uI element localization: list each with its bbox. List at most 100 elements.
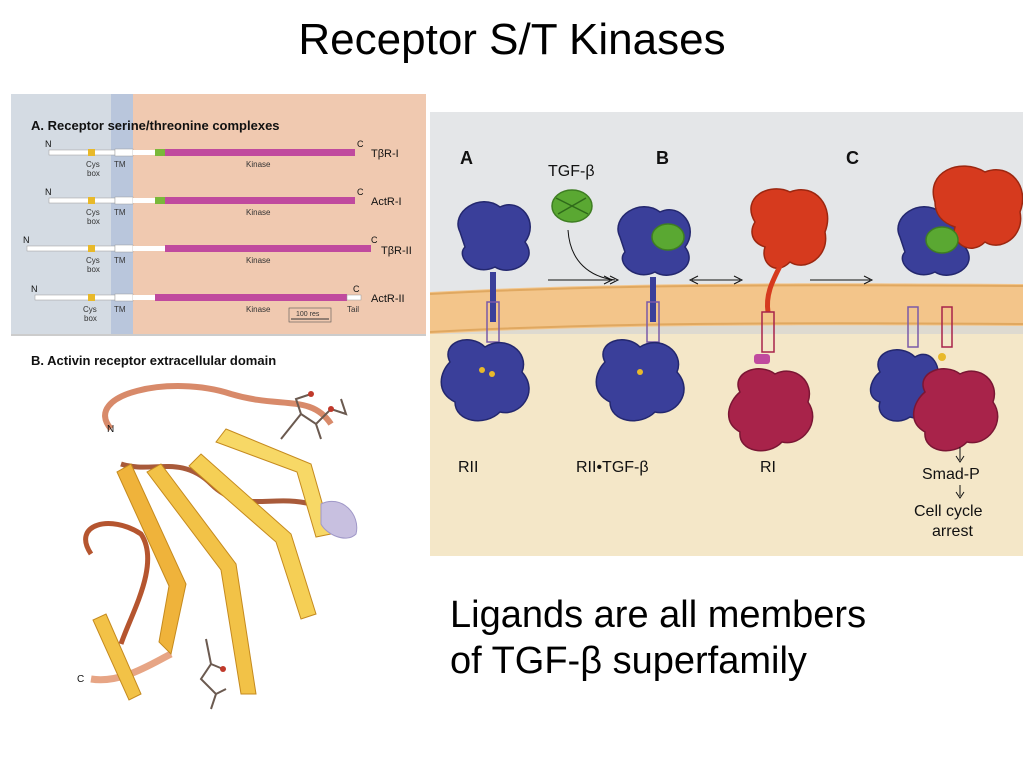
panel-a-heading: A. Receptor serine/threonine complexes: [31, 118, 280, 133]
tm-segment: [114, 148, 134, 157]
receptor-ri: RI: [728, 188, 829, 476]
domain-row-actr2: N C ActR-II Cys box TM Kinase Tail 100 r…: [31, 284, 405, 323]
complex-ri-ectodomain: [932, 165, 1024, 249]
tm-segment: [114, 244, 134, 253]
tgf-signaling-figure: A B C TGF-β RII: [429, 112, 1024, 556]
coil-loop: [102, 383, 334, 431]
receptor-rii: RII: [440, 201, 531, 476]
phosphate-dot: [938, 353, 946, 361]
ri-kinase: [728, 368, 814, 452]
rii-helix: [486, 301, 500, 343]
ri-stalk: [764, 260, 785, 313]
row-cys-label: Cys: [86, 160, 100, 169]
cys-box: [88, 294, 95, 301]
arrest-label-line2: arrest: [932, 523, 973, 540]
glycan-atom: [220, 666, 226, 672]
row-receptor-name: TβR-II: [381, 245, 412, 257]
row-c-label: C: [371, 235, 378, 245]
rii-ectodomain: [457, 201, 531, 271]
activin-ribbon-structure: N C: [77, 383, 358, 710]
juxta-segment: [133, 246, 165, 251]
ri-ectodomain: [750, 188, 829, 269]
bound-ligand: [651, 223, 685, 251]
ligand-label: TGF-β: [548, 163, 595, 180]
row-receptor-name: ActR-II: [371, 293, 405, 305]
tail-segment: [346, 294, 362, 301]
tm-segment: [114, 196, 134, 205]
complex-ri-helix: [941, 306, 953, 348]
arrest-label-line1: Cell cycle: [914, 503, 983, 520]
glycan-stick: [280, 393, 348, 440]
slide-caption: Ligands are all members of TGF-β superfa…: [450, 592, 1010, 684]
cys-box: [88, 245, 95, 252]
row-kinase-label: Kinase: [246, 305, 271, 314]
smad-arrow-head: [955, 455, 965, 463]
extracellular-segment: [26, 245, 116, 252]
rii-kinase: [595, 339, 685, 422]
glycan-atom: [328, 406, 334, 412]
row-receptor-name: TβR-I: [371, 148, 399, 160]
row-n-label: N: [31, 284, 38, 294]
caption-line-1: Ligands are all members: [450, 594, 867, 636]
complex-ri-kinase: [913, 368, 999, 452]
row-cys-label: Cys: [86, 256, 100, 265]
kinase-domain: [155, 294, 347, 301]
kinase-domain: [165, 197, 355, 204]
rii-tgf-label: RII•TGF-β: [576, 459, 649, 476]
row-n-label: N: [45, 187, 52, 197]
row-c-label: C: [353, 284, 360, 294]
row-cys-label: Cys: [83, 305, 97, 314]
panel-divider: [11, 334, 426, 336]
tgf-signaling-svg: A B C TGF-β RII: [429, 112, 1024, 556]
receptor-complex: Smad-P Cell cycle arrest: [869, 165, 1024, 540]
row-kinase-label: Kinase: [246, 160, 271, 169]
coil-loop: [90, 650, 173, 684]
gs-box: [155, 197, 165, 204]
stage-arrow-head: [863, 275, 874, 285]
cys-box: [88, 149, 95, 156]
arrest-arrow-head: [955, 491, 965, 499]
rii-atp: [479, 367, 485, 373]
stage-label-c: C: [846, 148, 859, 168]
domain-row-tbr2: N C TβR-II Cys box TM Kinase: [23, 235, 412, 274]
row-tm-label: TM: [114, 256, 126, 265]
smad-label: Smad-P: [922, 466, 980, 483]
cys-box: [88, 197, 95, 204]
loop-tip: [320, 500, 358, 539]
cell-membrane: [430, 283, 1023, 334]
domain-row-actr1: N C ActR-I Cys box TM Kinase: [45, 187, 402, 226]
beta-strand: [116, 463, 187, 656]
ligand-detail: [555, 197, 589, 215]
row-cys-label: Cys: [86, 208, 100, 217]
rii-label: RII: [458, 459, 478, 476]
beta-strand: [146, 463, 257, 695]
binding-arrow-head: [609, 275, 620, 285]
scale-bar-box: [288, 307, 332, 323]
glycan-atom: [308, 391, 314, 397]
kinase-domain: [165, 149, 355, 156]
beta-strand: [215, 428, 332, 538]
rii-atp: [637, 369, 643, 375]
juxta-segment: [133, 150, 155, 155]
ri-gs-domain: [754, 354, 770, 364]
c-terminus-label: C: [77, 674, 84, 685]
coil-loop: [83, 521, 151, 645]
row-n-label: N: [45, 139, 52, 149]
extracellular-segment: [48, 197, 116, 204]
gs-box: [155, 149, 165, 156]
beta-strand: [92, 613, 142, 701]
row-c-label: C: [357, 187, 364, 197]
rii-kinase: [440, 339, 530, 422]
row-box-label: box: [87, 169, 100, 178]
row-tm-label: TM: [114, 208, 126, 217]
juxta-segment: [133, 295, 155, 300]
row-c-label: C: [357, 139, 364, 149]
domain-row-tbr1: N C TβR-I Cys box TM Kinase: [45, 139, 399, 178]
row-box-label: box: [87, 265, 100, 274]
row-tm-label: TM: [114, 160, 126, 169]
panel-b-background: [11, 336, 426, 734]
complex-rii-helix: [907, 306, 919, 348]
row-tail-label: Tail: [347, 305, 359, 314]
row-receptor-name: ActR-I: [371, 196, 402, 208]
beta-strand: [188, 453, 317, 620]
